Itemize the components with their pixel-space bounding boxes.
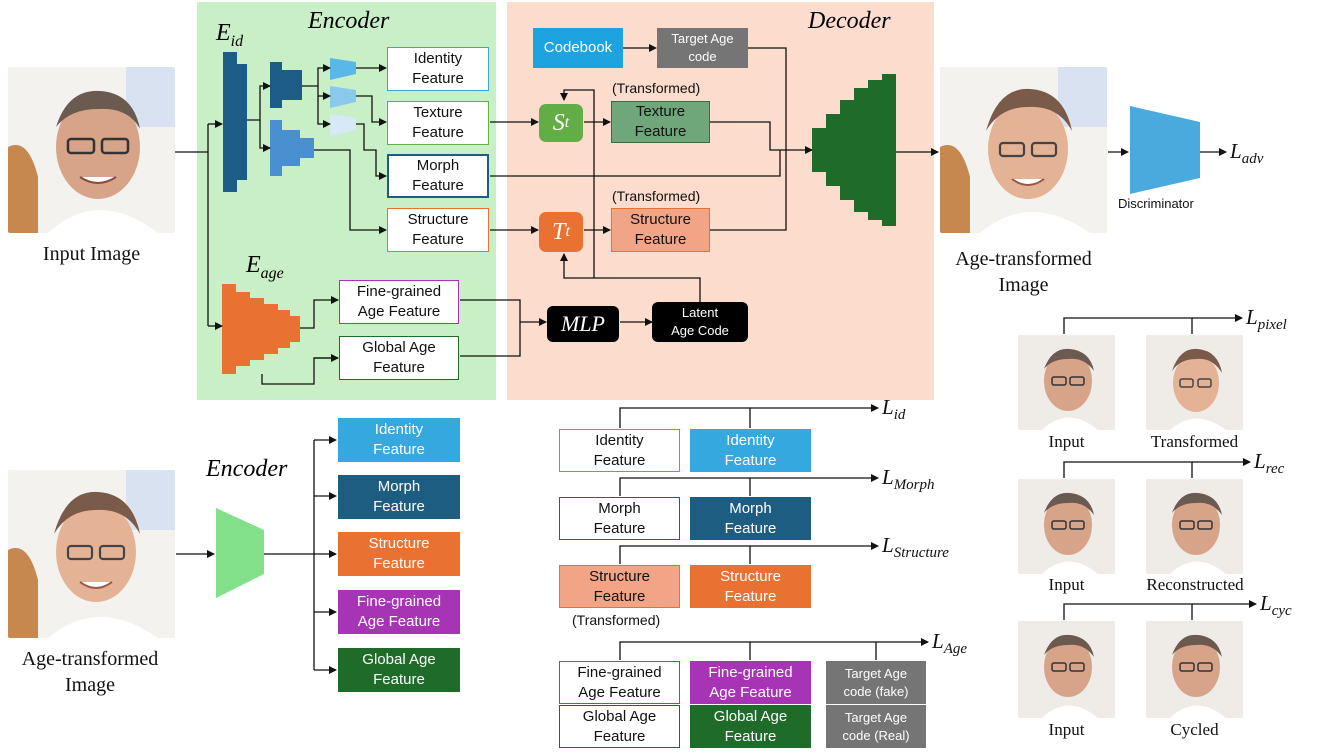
identity-feature-box: Identity Feature [387,47,489,91]
loss-id: Lid [882,395,906,424]
e-id-bar-1 [223,52,237,192]
decoder-bar-1 [812,128,826,172]
texture-feature-box: Texture Feature [387,101,489,145]
e-id-bar-6 [282,130,300,166]
age-transformed-caption-bottom: Age-transformed Image [21,648,159,696]
e-age-bar-6 [290,316,300,342]
transformed-note-2: (Transformed) [612,188,701,204]
structure-transformed-box: Structure Feature [611,208,710,252]
e-id-bar-7 [300,138,314,158]
bm-identity-a: Identity Feature [559,429,680,472]
e-id-label: Eid [216,20,244,50]
e-age-bar-4 [264,304,278,354]
e-id-bar-5 [270,120,282,176]
bl-global-age-feature: Global Age Feature [338,648,460,692]
loss-pixel: Lpixel [1246,305,1287,334]
e-age-bar-3 [250,298,264,360]
encoder-title: Encoder [308,8,390,34]
small-face-input-1 [1018,335,1115,430]
discriminator-label: Discriminator [1118,196,1194,211]
decoder-bar-6 [882,74,896,226]
target-age-code-box: Target Age code [657,28,748,68]
bm-morph-b: Morph Feature [690,497,811,540]
small-face-input-2 [1018,479,1115,574]
e-id-bar-2 [237,64,247,180]
global-age-feature-box: Global Age Feature [339,336,459,380]
loss-structure: LStructure [882,533,949,562]
morph-feature-box: Morph Feature [387,154,489,198]
small-face-cycled [1146,621,1243,718]
age-transformed-face-image [940,67,1107,233]
bm-global-age-a: Global Age Feature [559,705,680,748]
transformed-note-1: (Transformed) [612,80,701,96]
bl-identity-feature: Identity Feature [338,418,460,462]
bl-morph-feature: Morph Feature [338,475,460,519]
decoder-bar-4 [854,88,868,212]
bl-fine-age-feature: Fine-grained Age Feature [338,590,460,634]
bm-fine-age-a: Fine-grained Age Feature [559,661,680,704]
e-id-bar-4 [282,70,302,100]
bm-global-age-b: Global Age Feature [690,705,811,748]
bm-target-fake: Target Age code (fake) [826,661,926,704]
caption-input-3: Input [1048,720,1085,739]
texture-head [330,86,356,108]
codebook-box: Codebook [533,28,623,68]
e-age-bar-2 [236,292,250,366]
loss-morph: LMorph [882,465,935,494]
small-face-reconstructed [1146,479,1243,574]
fine-age-feature-box: Fine-grained Age Feature [339,280,459,324]
bl-structure-feature: Structure Feature [338,532,460,576]
texture-transformed-box: Texture Feature [611,101,710,143]
decoder-title: Decoder [808,8,891,34]
bottom-age-transformed-face-image [8,470,175,638]
bm-structure-note: (Transformed) [572,612,661,628]
bm-structure-b: Structure Feature [690,565,811,608]
bm-target-real: Target Age code (Real) [826,705,926,748]
decoder-bar-3 [840,100,854,200]
e-id-bar-3 [270,62,282,108]
e-age-label: Eage [246,252,284,282]
loss-age: LAge [932,629,968,658]
structure-feature-box: Structure Feature [387,208,489,252]
e-age-bar-5 [278,310,290,348]
identity-head [330,58,356,80]
caption-input-2: Input [1048,575,1085,594]
bm-morph-a: Morph Feature [559,497,680,540]
loss-adv: Ladv [1230,139,1264,168]
loss-rec: Lrec [1254,449,1285,478]
discriminator-shape [1130,106,1200,194]
loss-cyc: Lcyc [1260,591,1292,620]
bottom-encoder-shape [216,508,264,598]
small-face-input-3 [1018,621,1115,718]
bm-structure-a: Structure Feature [559,565,680,608]
caption-input-1: Input [1048,432,1085,451]
caption-transformed: Transformed [1150,432,1239,451]
decoder-bar-2 [826,114,840,186]
e-age-bar-1 [222,284,236,374]
bm-identity-b: Identity Feature [690,429,811,472]
input-face-image [8,67,175,233]
caption-reconstructed: Reconstructed [1146,575,1244,594]
bm-fine-age-b: Fine-grained Age Feature [690,661,811,704]
age-transformed-caption-top: Age-transformed Image [955,248,1092,296]
mlp-box: MLP [547,306,619,342]
morph-head [330,114,356,136]
latent-age-code-box: Latent Age Code [652,302,748,342]
input-image-caption: Input Image [42,243,141,265]
caption-cycled: Cycled [1170,720,1219,739]
small-face-transformed [1146,335,1243,430]
bottom-encoder-title: Encoder [206,456,288,482]
decoder-bar-5 [868,80,882,220]
